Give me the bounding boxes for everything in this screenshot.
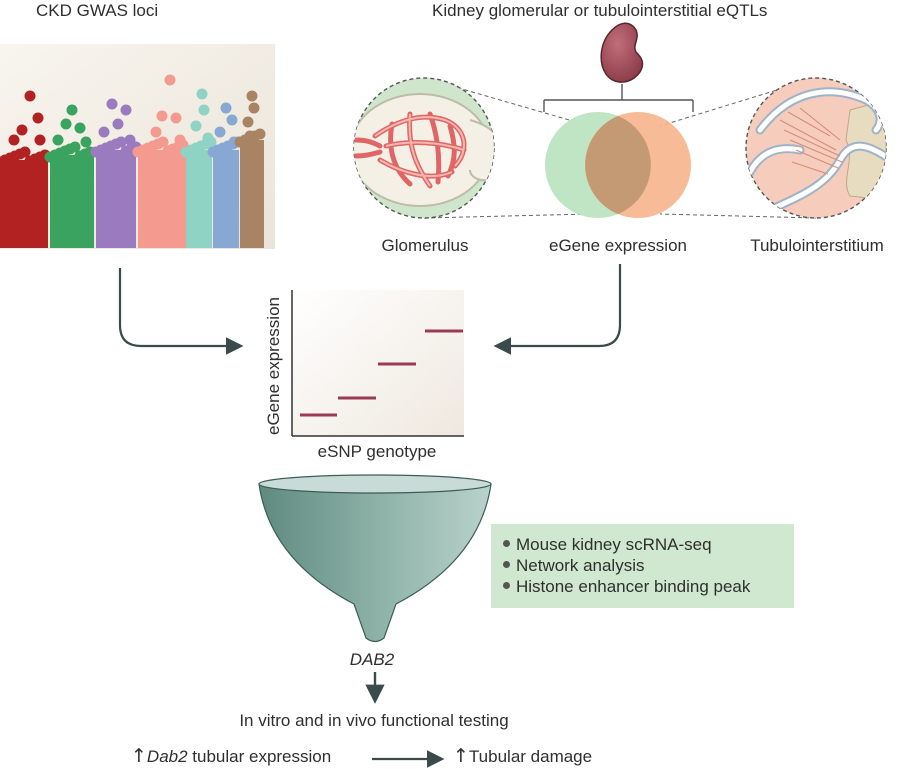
plot-y-axis-label: eGene expression xyxy=(264,297,283,435)
funnel-icon xyxy=(258,474,492,643)
evidence-item: Network analysis xyxy=(503,555,794,576)
snp-dot xyxy=(66,104,78,116)
chromosome-column xyxy=(213,150,239,248)
gene-label: DAB2 xyxy=(349,650,395,669)
dab2-gene-label: Dab2 xyxy=(146,747,188,766)
snp-dot xyxy=(196,88,208,100)
snp-dot xyxy=(244,130,256,142)
bullet-icon xyxy=(503,540,510,547)
evidence-list: Mouse kidney scRNA-seq Network analysis … xyxy=(503,534,794,597)
glomerulus-illustration xyxy=(353,77,495,219)
chromosome-column xyxy=(50,155,94,248)
snp-dot xyxy=(242,116,254,128)
snp-dot xyxy=(246,90,258,102)
snp-dot xyxy=(34,134,46,146)
snp-dot xyxy=(106,98,118,110)
snp-dot xyxy=(74,122,86,134)
snp-dot xyxy=(19,146,31,158)
kidney-icon xyxy=(600,22,644,83)
snp-dot xyxy=(69,141,81,153)
snp-dot xyxy=(80,136,92,148)
egene-expression-label: eGene expression xyxy=(549,236,687,255)
snp-dot xyxy=(220,102,232,114)
snp-dot xyxy=(198,104,210,116)
bullet-icon xyxy=(503,582,510,589)
snp-dot xyxy=(202,132,214,144)
snp-dot xyxy=(60,118,72,130)
up-arrow-icon: ↑ xyxy=(131,745,147,767)
snp-dot xyxy=(112,118,124,130)
gwas-to-plot-arrow xyxy=(118,268,244,355)
snp-dot xyxy=(164,74,176,86)
glomerulus-label: Glomerulus xyxy=(381,236,469,255)
snp-dot xyxy=(98,126,110,138)
eqtl-title: Kidney glomerular or tubulointerstitial … xyxy=(432,1,768,20)
snp-dot xyxy=(52,134,64,146)
snp-dot xyxy=(170,112,182,124)
eqtl-genotype-plot xyxy=(291,290,464,437)
snp-dot xyxy=(190,120,202,132)
snp-dot xyxy=(115,136,127,148)
funnel-rim xyxy=(258,474,492,494)
snp-dot xyxy=(248,102,260,114)
evidence-bullet-box: Mouse kidney scRNA-seq Network analysis … xyxy=(491,524,794,608)
chromosome-column xyxy=(0,160,48,248)
snp-dot xyxy=(32,112,44,124)
tubulointerstitium-label: Tubulointerstitium xyxy=(750,236,884,255)
snp-dot xyxy=(174,134,186,146)
snp-dot xyxy=(214,126,226,138)
snp-dot xyxy=(8,134,20,146)
gwas-title: CKD GWAS loci xyxy=(36,1,159,20)
snp-dot xyxy=(157,136,169,148)
tubule-illustration xyxy=(745,77,887,219)
evidence-item: Mouse kidney scRNA-seq xyxy=(503,534,794,555)
chromosome-column xyxy=(96,150,136,248)
snp-dot xyxy=(250,142,262,154)
tubular-damage-label: Tubular damage xyxy=(468,747,593,766)
outcome-right: ↑Tubular damage xyxy=(453,745,592,767)
outcome-left: ↑Dab2 tubular expression xyxy=(131,745,331,767)
evidence-item: Histone enhancer binding peak xyxy=(503,576,794,597)
eqtl-bracket xyxy=(543,84,694,112)
manhattan-plot xyxy=(0,44,275,249)
manhattan-chromosome-bars xyxy=(0,74,266,248)
bullet-icon xyxy=(503,561,510,568)
snp-dot xyxy=(24,90,36,102)
snp-dot xyxy=(156,110,168,122)
up-arrow-icon: ↑ xyxy=(453,745,469,767)
snp-dot xyxy=(120,104,132,116)
tubular-expression-label: tubular expression xyxy=(187,747,332,766)
chromosome-column xyxy=(240,140,264,248)
venn-overlap xyxy=(585,116,651,214)
egene-venn-diagram xyxy=(545,112,691,218)
functional-testing-label: In vitro and in vivo functional testing xyxy=(239,711,509,730)
chromosome-column xyxy=(186,150,212,248)
eqtl-to-plot-arrow xyxy=(493,264,622,355)
chromosome-column xyxy=(138,150,186,248)
snp-dot xyxy=(254,128,266,140)
snp-dot xyxy=(150,126,162,138)
snp-dot xyxy=(16,124,28,136)
plot-x-axis-label: eSNP genotype xyxy=(317,442,437,461)
snp-dot xyxy=(124,134,136,146)
snp-dot xyxy=(226,114,238,126)
